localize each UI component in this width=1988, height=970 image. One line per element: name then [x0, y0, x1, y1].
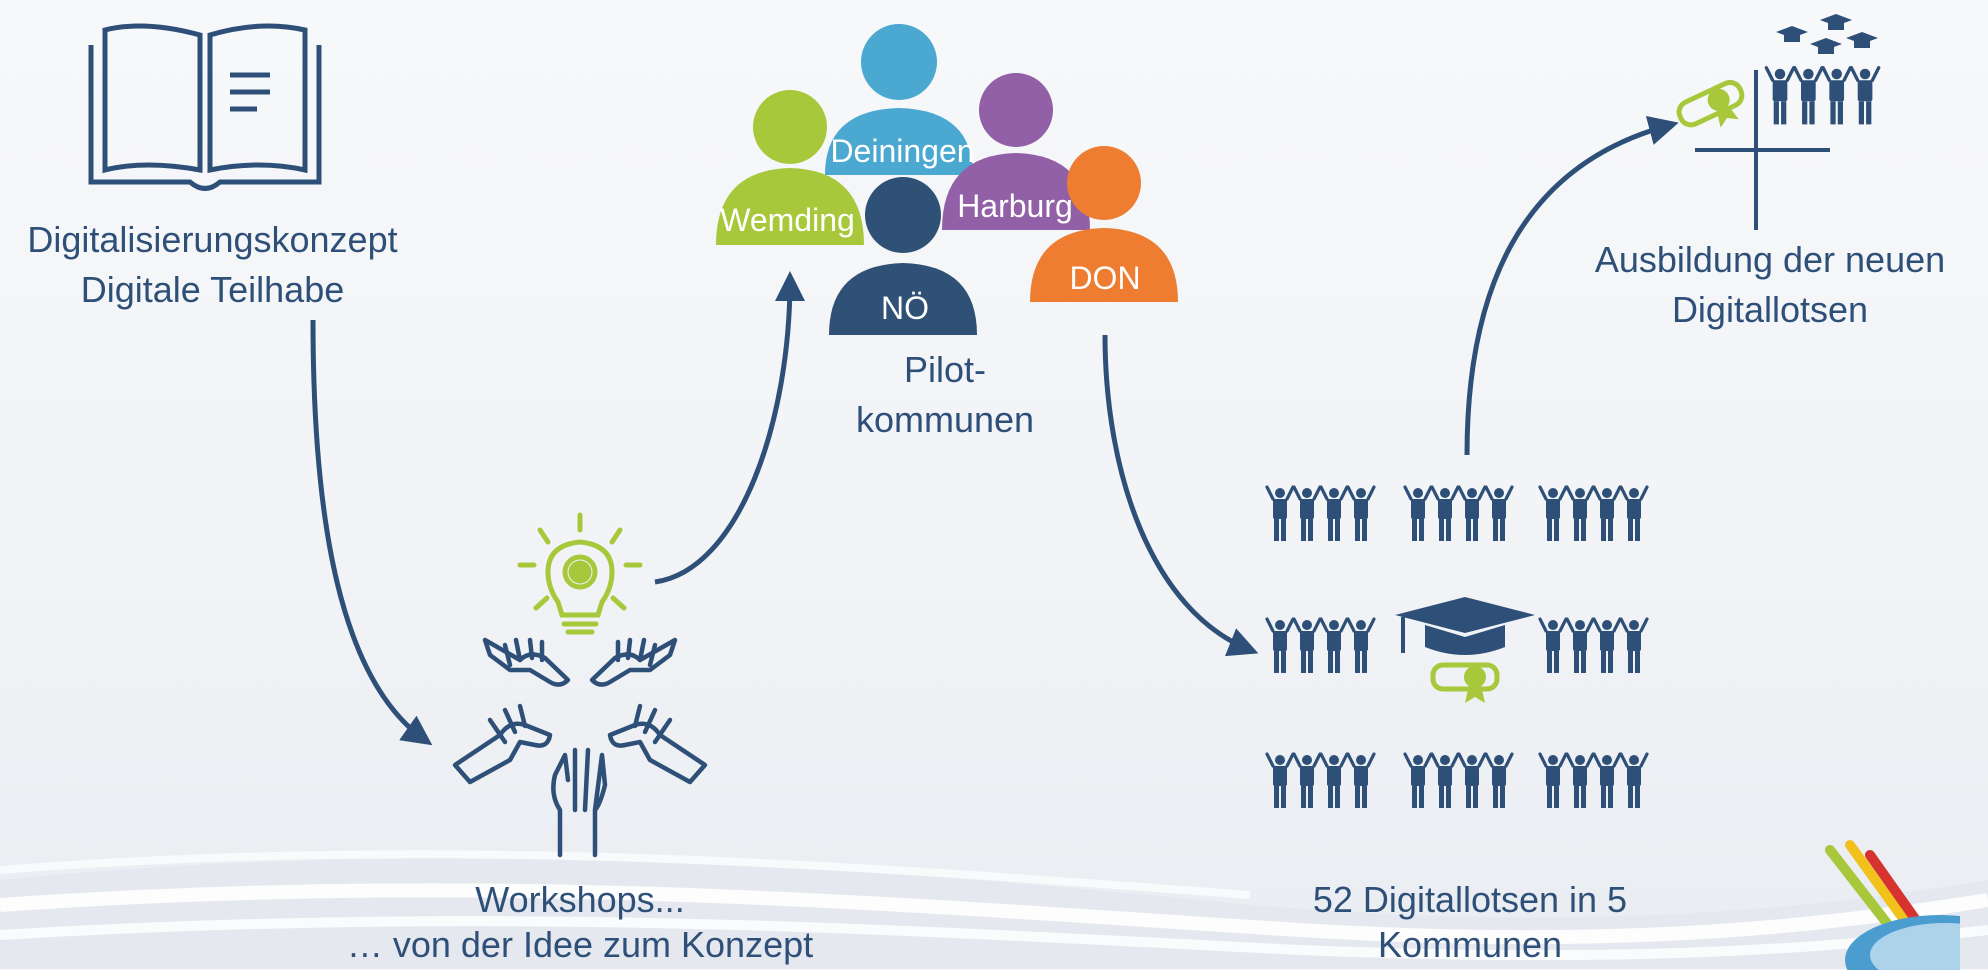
- guides-label-line2: Kommunen: [1377, 924, 1563, 965]
- open-book-icon: [88, 23, 322, 191]
- concept-label-line2: Digitale Teilhabe: [80, 269, 345, 310]
- person-group: [1538, 485, 1649, 541]
- pilot-people-icon: [716, 24, 1178, 335]
- workshops-label-line1: Workshops...: [475, 879, 685, 920]
- workshops-label-line2: … von der Idee zum Konzept: [346, 924, 814, 965]
- logo-icon: [1825, 840, 1960, 970]
- pilot-harburg: Harburg: [957, 188, 1073, 224]
- person-group: [1538, 617, 1649, 673]
- arrow-concept-to-workshops: [310, 319, 433, 746]
- person-group: [1403, 485, 1514, 541]
- arrow-pilots-to-guides: [1102, 334, 1259, 657]
- pilots-label-line1: Pilot-: [903, 349, 987, 390]
- arrow-guides-to-training: [1464, 115, 1679, 456]
- diploma-crowd-icon: [1676, 14, 1881, 230]
- diploma-icon: [1676, 79, 1745, 128]
- pilot-noe: NÖ: [881, 290, 929, 326]
- pilot-wemding: Wemding: [720, 202, 855, 238]
- pilots-label-line2: kommunen: [855, 399, 1035, 440]
- graduation-cap-icon: [1395, 597, 1535, 703]
- person-group: [1265, 617, 1376, 673]
- pilot-deiningen: Deiningen: [830, 133, 975, 169]
- person-group: [1265, 485, 1376, 541]
- arrow-workshops-to-pilots: [654, 271, 805, 585]
- flying-caps-icon: [1776, 14, 1878, 54]
- person-group: [1764, 66, 1881, 125]
- hands-lightbulb-icon: [452, 512, 708, 858]
- graduation-crowd-icon: [1265, 485, 1649, 808]
- guides-label-line1: 52 Digitallotsen in 5: [1312, 879, 1628, 920]
- concept-label-line1: Digitalisierungskonzept: [27, 219, 398, 260]
- person-group: [1538, 752, 1649, 808]
- pilot-don: DON: [1069, 260, 1141, 296]
- training-label-line2: Digitallotsen: [1671, 289, 1869, 330]
- person-group: [1403, 752, 1514, 808]
- training-label-line1: Ausbildung der neuen: [1594, 239, 1946, 280]
- person-group: [1265, 752, 1376, 808]
